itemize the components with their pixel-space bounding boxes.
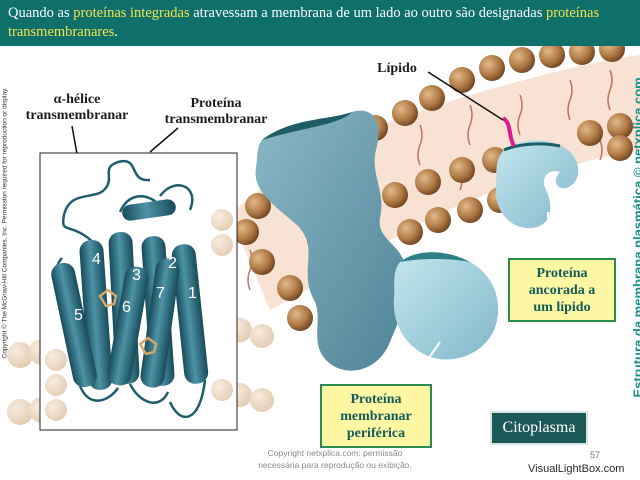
page-number: 57 [590,450,601,460]
label-peripheral-line2: membranar [340,408,412,424]
label-anchored-line3: um lípido [533,299,591,315]
leader-line-peripheral [411,341,441,383]
footer-copyright-note: Copyright netxplica.com: permissão neces… [240,447,430,471]
footer-note-line1: Copyright netxplica.com: permissão [267,448,403,458]
helix-number-4: 4 [92,251,101,268]
label-transmembrane-line2: transmembranar [164,112,268,127]
copyright-side-text: Copyright © The McGraw-Hill Companies, I… [1,87,9,359]
header-text-part1: Quando as [8,5,74,21]
lipid-anchored-protein-shape [495,140,579,229]
label-lipid: Lípido [377,61,417,76]
label-alpha-helix: α-hélice transmembranar [22,92,132,124]
leader-line-transmembrane [149,127,179,153]
brand-link[interactable]: VisualLightBox.com [528,463,625,475]
leader-line-lipid [427,71,504,121]
peripheral-protein-shape [393,252,499,360]
helix-inset: 1 2 3 4 5 6 7 [39,152,238,431]
label-transmembrane-line1: Proteína [190,96,242,111]
helix-number-7: 7 [156,285,165,302]
label-anchored-line1: Proteína [536,265,588,281]
label-anchored-line2: ancorada a [528,282,596,298]
helix-number-3: 3 [132,267,141,284]
header-highlight-integrated: proteínas integradas [73,5,190,21]
label-cytoplasm: Citoplasma [490,411,588,445]
transmembrane-protein-shape [255,110,407,371]
label-peripheral-line3: periférica [346,425,406,441]
lipid-anchor-tail [501,116,516,148]
slide-header: Quando as proteínas integradas atravessa… [0,0,640,46]
footer-note-line2: necessária para reprodução ou exibição. [258,460,412,470]
header-text-part3: . [114,24,118,40]
helix-number-1: 1 [188,285,197,302]
label-peripheral-protein: Proteína membranar periférica [320,384,432,448]
label-alpha-helix-line1: α-hélice [53,92,101,107]
watermark-side-text: Estrutura da membrana plasmática © netxp… [630,77,640,398]
helix-number-6: 6 [122,299,131,316]
helix-number-2: 2 [168,255,177,272]
header-highlight-transmembrane: proteínas transmembranares [8,5,600,40]
header-text-part2: atravessam a membrana de um lado ao outr… [189,5,546,21]
helix-number-5: 5 [74,307,83,324]
label-alpha-helix-line2: transmembranar [25,108,129,123]
label-peripheral-line1: Proteína [350,391,402,407]
label-transmembrane-protein: Proteína transmembranar [152,96,280,128]
label-lipid-anchored-protein: Proteína ancorada a um lípido [508,258,616,322]
